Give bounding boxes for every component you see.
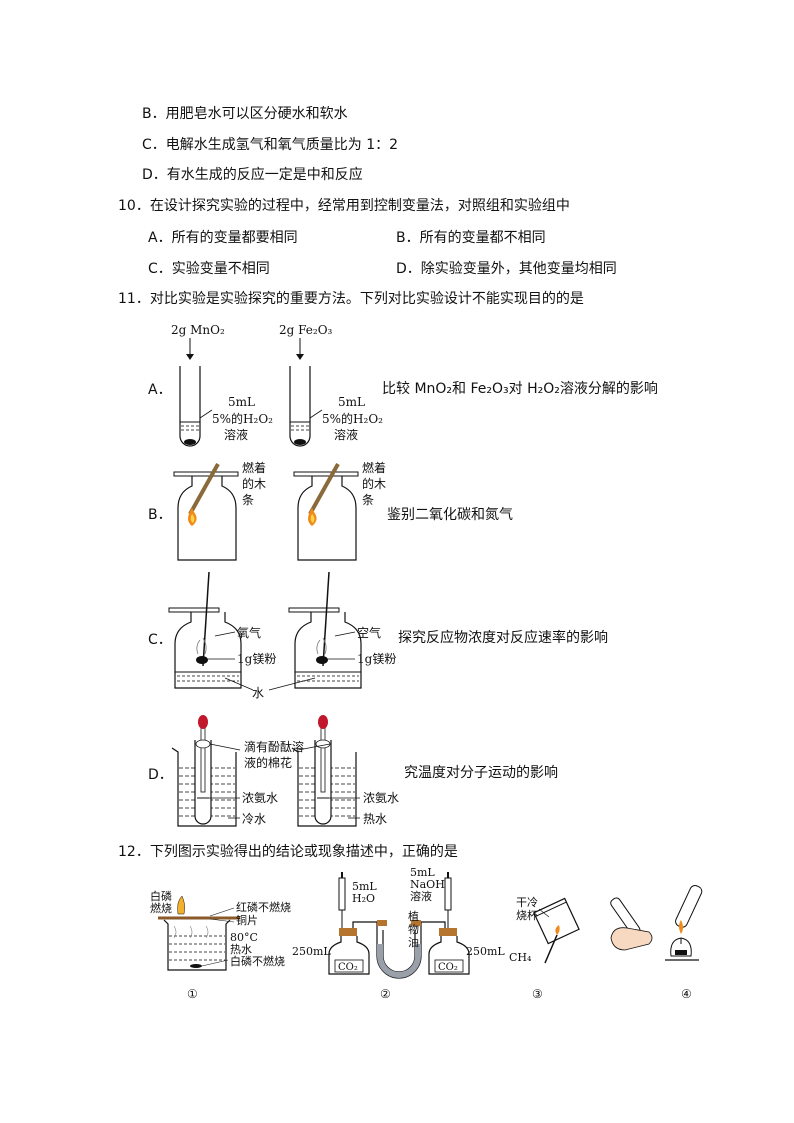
q12-fig3-gas-label: CH₄	[509, 951, 532, 964]
q9-option-b: B．用肥皂水可以区分硬水和软水	[142, 106, 348, 122]
q11-c-air-label: 空气	[357, 626, 382, 640]
q9-option-c: C．电解水生成氢气和氧气质量比为 1：2	[142, 137, 399, 153]
q11-d-description: 究温度对分子运动的影响	[404, 765, 558, 781]
q12-fig2-oil-1: 植	[408, 910, 419, 923]
q12-fig4-alcohol-lamp-figure	[610, 885, 703, 961]
q11-c-description: 探究反应物浓度对反应速率的影响	[398, 630, 608, 646]
q11-b-left-label-2: 的木	[242, 477, 267, 491]
q12-fig2-left-bottle-volume: 250mL	[292, 945, 331, 958]
q10-option-c: C．实验变量不相同	[148, 261, 270, 277]
q11-d-cotton-label-1: 滴有酚酞溶	[244, 740, 305, 754]
q11-a-left-reagent: 2g MnO₂	[171, 323, 225, 337]
q12-fig2-co2-bottles-figure	[328, 872, 470, 979]
q12-fig1-temp: 80°C	[230, 931, 258, 944]
q11-a-description: 比较 MnO₂和 Fe₂O₃对 H₂O₂溶液分解的影响	[382, 381, 658, 397]
q11-d-letter: D．	[148, 767, 173, 783]
q12-fig3-number: ③	[532, 987, 543, 1001]
q12-fig1-white-burn-1: 白磷	[150, 890, 172, 903]
q11-d-ammonia-beakers-figure	[171, 715, 360, 827]
q11-a-left-solution: 溶液	[224, 428, 249, 442]
q10-option-b: B．所有的变量都不相同	[396, 230, 546, 246]
q11-a-right-volume: 5mL	[338, 395, 365, 409]
q12-fig1-copper: 铜片	[236, 914, 258, 927]
q11-b-letter: B．	[148, 507, 172, 523]
q12-fig3-cup-label-2: 烧杯	[516, 909, 538, 922]
q12-fig2-oil-3: 油	[408, 936, 419, 949]
q11-c-left-mg-label: 1g镁粉	[237, 652, 277, 666]
q11-c-right-mg-label: 1g镁粉	[357, 652, 397, 666]
q11-a-letter: A．	[148, 382, 172, 398]
q11-a-test-tubes-figure	[179, 338, 323, 447]
q12-fig2-left-water: H₂O	[352, 892, 376, 905]
q12-fig3-methane-figure	[533, 897, 580, 964]
q11-c-oxygen-label: 氧气	[237, 626, 262, 640]
q11-b-right-label-1: 燃着	[362, 461, 387, 475]
q11-b-left-label-1: 燃着	[242, 461, 267, 475]
q11-c-letter: C．	[148, 632, 172, 648]
q12-fig1-phosphorus-figure	[158, 895, 240, 971]
q12-fig1-white-burn-2: 燃烧	[150, 902, 172, 915]
q12-fig2-right-solution: 溶液	[410, 890, 432, 903]
q12-fig1-red-no-burn: 红磷不燃烧	[236, 901, 291, 914]
q10-option-d: D．除实验变量外，其他变量均相同	[396, 261, 617, 277]
q11-d-cold-water-label: 冷水	[242, 812, 267, 826]
q12-fig2-left-volume: 5mL	[352, 880, 377, 893]
q12-fig2-right-co2: CO₂	[438, 962, 458, 973]
q11-a-right-reagent: 2g Fe₂O₃	[279, 323, 333, 337]
q11-c-magnesium-bottles-figure	[168, 571, 362, 691]
q12-stem: 12．下列图示实验得出的结论或现象描述中，正确的是	[118, 844, 458, 860]
q12-fig1-number: ①	[187, 987, 198, 1001]
q12-fig2-right-volume: 5mL	[410, 866, 435, 879]
q11-a-right-solution: 溶液	[334, 428, 359, 442]
q11-d-cotton-label-2: 液的棉花	[244, 756, 293, 770]
q11-a-right-concentration: 5%的H₂O₂	[322, 412, 383, 426]
q12-fig1-white-no-burn: 白磷不燃烧	[230, 955, 285, 968]
q10-stem: 10．在设计探究实验的过程中，经常用到控制变量法，对照组和实验组中	[118, 198, 570, 214]
q11-d-hot-water-label: 热水	[363, 812, 388, 826]
q10-option-a: A．所有的变量都要相同	[148, 230, 298, 246]
q11-b-right-label-2: 的木	[362, 477, 387, 491]
q11-a-left-volume: 5mL	[228, 395, 255, 409]
q12-fig2-left-co2: CO₂	[338, 962, 358, 973]
q11-stem: 11．对比实验是实验探究的重要方法。下列对比实验设计不能实现目的的是	[118, 291, 584, 307]
q9-option-d: D．有水生成的反应一定是中和反应	[142, 167, 363, 183]
q12-fig3-cup-label-1: 干冷	[516, 896, 538, 909]
q11-c-water-label: 水	[252, 686, 265, 700]
q11-a-left-concentration: 5%的H₂O₂	[212, 412, 273, 426]
q12-fig2-right-bottle-volume: 250mL	[466, 945, 505, 958]
q11-d-left-ammonia-label: 浓氨水	[242, 791, 279, 805]
q11-b-gas-bottles-figure	[173, 463, 359, 561]
q11-b-right-label-3: 条	[362, 493, 375, 507]
q12-fig2-oil-2: 物	[408, 923, 419, 936]
q12-fig4-number: ④	[681, 987, 692, 1001]
q12-fig2-number: ②	[380, 987, 391, 1001]
q11-d-right-ammonia-label: 浓氨水	[363, 791, 400, 805]
q12-fig1-hot-water: 热水	[230, 943, 252, 956]
q12-fig2-right-naoh: NaOH	[410, 878, 445, 891]
q11-b-left-label-3: 条	[242, 493, 255, 507]
q11-b-description: 鉴别二氧化碳和氮气	[387, 507, 513, 523]
